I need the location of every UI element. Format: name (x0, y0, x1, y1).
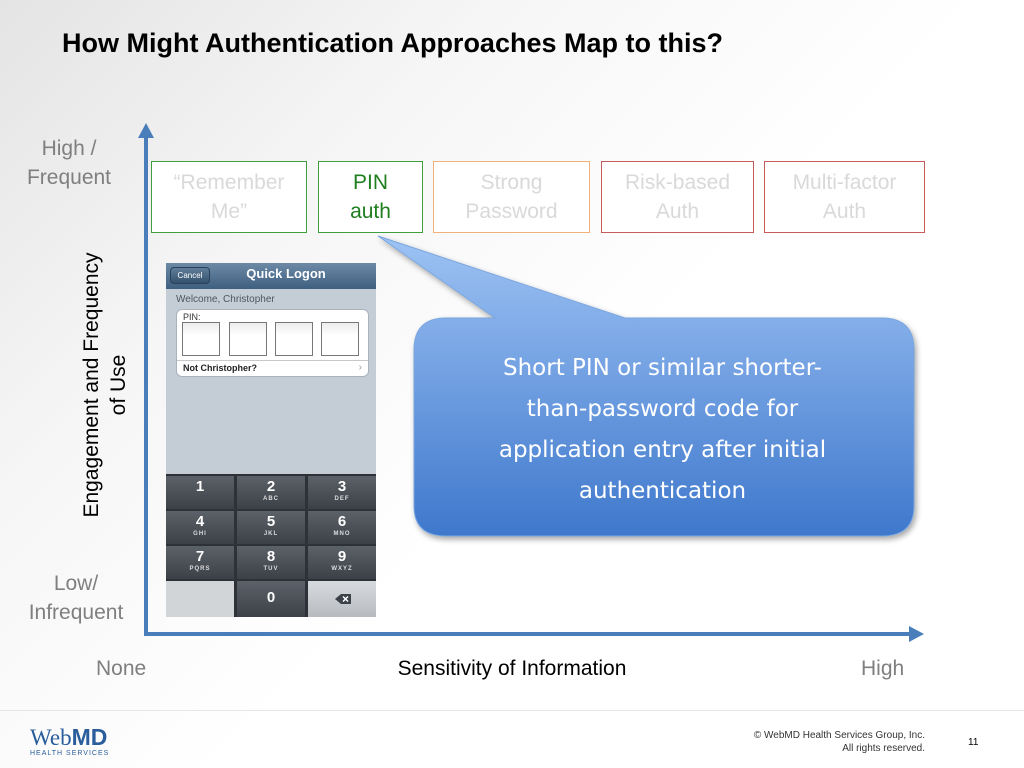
phone-quick-logon-screenshot: Cancel Quick Logon Welcome, Christopher … (166, 263, 376, 617)
key-number: 3 (337, 478, 347, 495)
chevron-right-icon: › (358, 362, 362, 373)
key-0[interactable]: 0 (237, 581, 305, 617)
logo-subtitle: HEALTH SERVICES (30, 750, 110, 757)
approach-remember-me: “Remember Me” (151, 161, 307, 233)
y-high-line2: Frequent (26, 166, 112, 189)
approach-multi-factor-auth: Multi-factor Auth (764, 161, 925, 233)
pin-label: PIN: (183, 312, 201, 322)
approach-line2: Auth (655, 200, 700, 223)
approach-line1: Strong (480, 171, 543, 194)
pin-digit-box-1[interactable] (182, 322, 220, 356)
x-axis-arrowhead (909, 626, 924, 642)
approach-line1: “Remember (173, 171, 285, 194)
callout-text: Short PIN or similar shorter- than-passw… (430, 348, 895, 512)
key-letters: WXYZ (331, 566, 353, 572)
phone-nav-bar: Cancel Quick Logon (166, 263, 376, 289)
key-blank (166, 581, 234, 617)
approach-line1: Risk-based (624, 171, 731, 194)
key-letters: MNO (333, 531, 351, 537)
webmd-logo: WebMD HEALTH SERVICES (30, 724, 110, 758)
page-number: 11 (968, 737, 979, 748)
approach-risk-based-auth: Risk-based Auth (601, 161, 754, 233)
key-number: 5 (266, 513, 276, 530)
x-axis-title: Sensitivity of Information (397, 657, 627, 680)
copyright-notice: © WebMD Health Services Group, Inc. All … (754, 729, 925, 755)
key-number: 1 (195, 478, 205, 495)
key-delete[interactable] (308, 581, 376, 617)
callout-line4: authentication (578, 478, 747, 504)
y-axis-arrowhead (138, 123, 154, 138)
key-number: 6 (337, 513, 347, 530)
key-letters: ABC (263, 496, 279, 502)
key-number: 0 (266, 589, 276, 606)
logo-wordmark: WebMD (30, 724, 109, 750)
key-letters: DEF (334, 496, 350, 502)
callout-bubble (377, 235, 915, 537)
x-axis-low-label: None (96, 657, 147, 680)
callout-line2: than-password code for (526, 396, 799, 422)
key-number: 8 (266, 548, 276, 565)
y-high-line1: High / (41, 137, 97, 160)
logo-web: Web (30, 725, 72, 750)
copyright-line1: © WebMD Health Services Group, Inc. (753, 730, 925, 741)
approach-line2: Auth (822, 200, 867, 223)
backspace-icon (335, 594, 351, 604)
pin-card-divider (177, 360, 368, 361)
welcome-text: Welcome, Christopher (176, 294, 275, 305)
copyright-line2: All rights reserved. (842, 743, 925, 754)
key-number: 7 (195, 548, 205, 565)
y-low-line1: Low/ (53, 572, 99, 595)
y-axis-low-label: Low/ Infrequent (14, 569, 138, 627)
approach-line2: Password (465, 200, 558, 223)
approach-line1: Multi-factor (792, 171, 897, 194)
phone-screen-title: Quick Logon (246, 266, 326, 281)
key-letters: TUV (263, 566, 279, 572)
y-low-line2: Infrequent (28, 601, 124, 624)
slide-title: How Might Authentication Approaches Map … (62, 28, 723, 58)
footer-divider (0, 710, 1024, 711)
callout-line3: application entry after initial (498, 437, 827, 463)
approach-line2: Me” (210, 200, 248, 223)
approach-line1: PIN (352, 171, 388, 194)
key-number: 2 (266, 478, 276, 495)
approach-strong-password: Strong Password (433, 161, 590, 233)
cancel-button[interactable]: Cancel (170, 267, 210, 284)
key-letters: PQRS (189, 566, 211, 572)
x-axis-high-label: High (861, 657, 905, 680)
key-1[interactable]: 1 (166, 476, 234, 509)
approach-pin-auth: PIN auth (318, 161, 423, 233)
not-user-link[interactable]: Not Christopher? (183, 363, 257, 373)
pin-card: PIN: Not Christopher? › (176, 309, 369, 377)
key-number: 9 (337, 548, 347, 565)
pin-digit-box-2[interactable] (229, 322, 267, 356)
key-letters: JKL (263, 531, 279, 537)
pin-digit-box-4[interactable] (321, 322, 359, 356)
approach-line2: auth (350, 200, 391, 223)
key-number: 4 (195, 513, 205, 530)
y-axis-high-label: High / Frequent (14, 134, 124, 192)
pin-digit-box-3[interactable] (275, 322, 313, 356)
callout-line1: Short PIN or similar shorter- (502, 355, 822, 381)
key-letters: GHI (193, 531, 207, 537)
logo-md: MD (71, 724, 108, 750)
